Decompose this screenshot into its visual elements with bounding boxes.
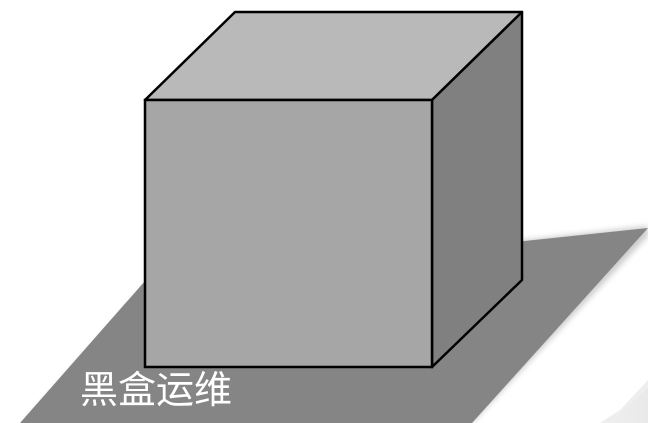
caption-label: 黑盒运维 bbox=[80, 368, 233, 412]
platform-reflection-fade bbox=[600, 380, 648, 423]
cube-front-face bbox=[143, 98, 434, 369]
